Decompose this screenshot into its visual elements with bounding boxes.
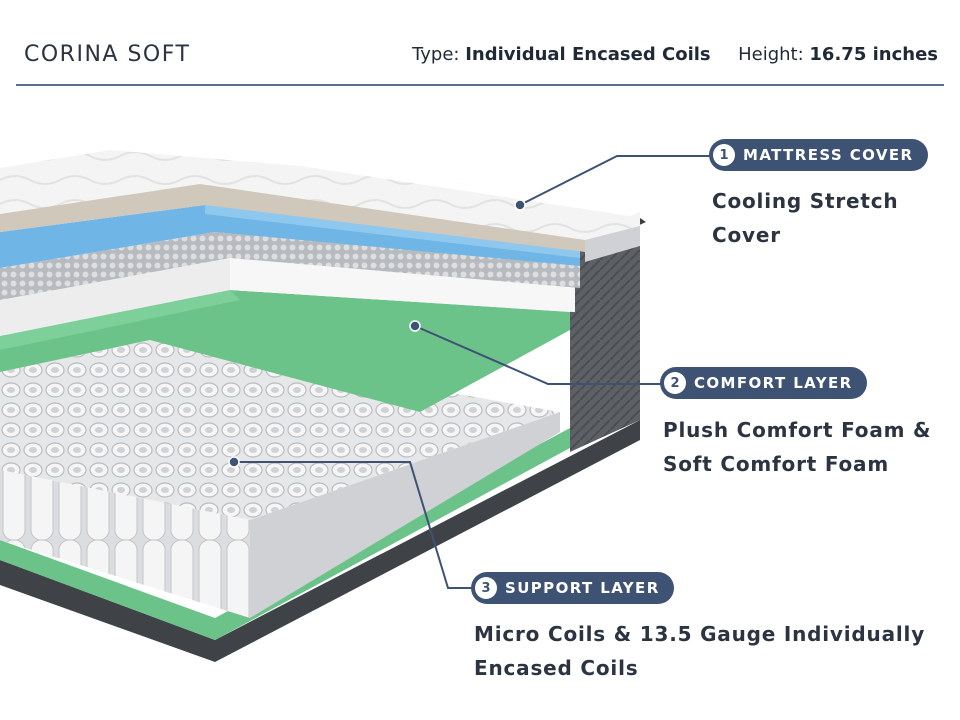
type-value: Individual Encased Coils <box>465 44 711 65</box>
callout-title: SUPPORT LAYER <box>505 579 660 597</box>
description-line: Plush Comfort Foam & <box>663 418 932 442</box>
height-value: 16.75 inches <box>809 44 938 65</box>
description-line: Cooling Stretch <box>712 189 899 213</box>
mattress-cover-description: Cooling Stretch Cover <box>712 184 898 252</box>
product-name: CORINA SOFT <box>24 42 191 67</box>
height-label: Height: <box>738 44 804 65</box>
callout-comfort-layer: 2 COMFORT LAYER <box>660 367 867 399</box>
description-line: Cover <box>712 223 781 247</box>
callout-support-layer: 3 SUPPORT LAYER <box>471 572 674 604</box>
description-line: Micro Coils & 13.5 Gauge Individually <box>474 622 926 646</box>
callout-number: 2 <box>664 372 686 394</box>
comfort-layer-description: Plush Comfort Foam & Soft Comfort Foam <box>663 413 931 481</box>
header: CORINA SOFT Type: Individual Encased Coi… <box>0 0 960 88</box>
support-layer-description: Micro Coils & 13.5 Gauge Individually En… <box>474 617 925 685</box>
type-label: Type: <box>412 44 460 65</box>
header-divider <box>16 84 944 86</box>
callout-title: MATTRESS COVER <box>743 146 914 164</box>
description-line: Encased Coils <box>474 656 639 680</box>
callout-mattress-cover: 1 MATTRESS COVER <box>709 139 928 171</box>
callout-number: 1 <box>713 144 735 166</box>
callout-title: COMFORT LAYER <box>694 374 853 392</box>
callout-number: 3 <box>475 577 497 599</box>
product-specs: Type: Individual Encased Coils Height: 1… <box>412 44 938 65</box>
description-line: Soft Comfort Foam <box>663 452 889 476</box>
